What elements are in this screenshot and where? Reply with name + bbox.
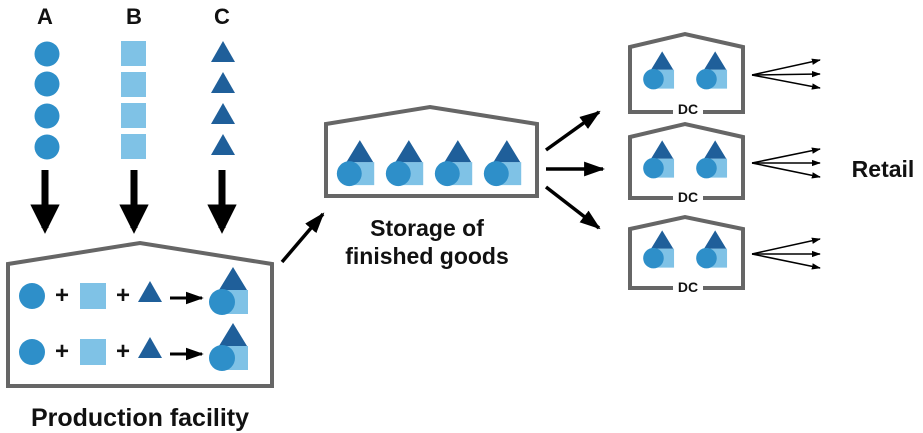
- retail-fanout-2: [751, 147, 821, 179]
- circle-component-icon: [19, 283, 45, 309]
- component-a-column: [34, 41, 60, 160]
- square-component-icon: [121, 134, 146, 159]
- retail-arrow-icon: [751, 147, 821, 164]
- retail-fanout-3: [751, 237, 821, 270]
- retail-arrow-icon: [751, 253, 821, 270]
- retail-arrow-icon: [751, 237, 821, 255]
- to-storage-arrow-icon: [280, 212, 325, 264]
- component-c-column: [211, 41, 235, 155]
- to-dc-arrow-icon: [544, 185, 601, 230]
- retail-label: Retail: [852, 156, 915, 182]
- storage-label-line1: Storage of: [370, 215, 484, 241]
- down-arrows: [30, 170, 237, 234]
- square-component-icon: [121, 72, 146, 97]
- dc-label-bg: [673, 188, 703, 206]
- distribution-center-3: DC: [628, 214, 745, 296]
- circle-component-icon: [19, 339, 45, 365]
- dc-label: DC: [678, 189, 698, 205]
- dc-label: DC: [678, 101, 698, 117]
- retail-arrow-icon: [751, 74, 821, 90]
- square-component-icon: [121, 103, 146, 128]
- production-facility: + + + +: [6, 240, 274, 388]
- production-facility-label: Production facility: [31, 404, 249, 432]
- square-component-icon: [80, 283, 106, 309]
- retail-arrow-icon: [751, 162, 821, 179]
- circle-component-icon: [34, 134, 60, 160]
- triangle-component-icon: [211, 72, 235, 93]
- plus-sign: +: [55, 282, 69, 309]
- distribution-center-1: DC: [628, 31, 745, 118]
- component-a-label: A: [37, 4, 53, 29]
- circle-component-icon: [34, 71, 60, 97]
- triangle-component-icon: [211, 134, 235, 155]
- plus-sign: +: [116, 338, 130, 365]
- retail-arrow-icon: [751, 70, 821, 78]
- dc-label-bg: [673, 100, 703, 118]
- retail-fanout-1: [751, 58, 821, 90]
- component-c-label: C: [214, 4, 230, 29]
- circle-component-icon: [34, 103, 60, 129]
- production-facility-building: [6, 240, 274, 388]
- circle-component-icon: [34, 41, 60, 67]
- triangle-component-icon: [138, 281, 162, 302]
- triangle-component-icon: [211, 103, 235, 124]
- storage-label-line2: finished goods: [345, 243, 509, 269]
- retail-arrow-icon: [751, 58, 821, 76]
- component-b-column: [121, 41, 146, 159]
- plus-sign: +: [116, 282, 130, 309]
- dc-label-bg: [673, 278, 703, 296]
- plus-sign: +: [55, 338, 69, 365]
- triangle-component-icon: [211, 41, 235, 62]
- component-b-label: B: [126, 4, 142, 29]
- distribution-center-2: DC: [628, 121, 745, 206]
- triangle-component-icon: [138, 337, 162, 358]
- square-component-icon: [80, 339, 106, 365]
- storage-warehouse: [324, 104, 539, 198]
- to-dc-arrow-icon: [544, 110, 601, 152]
- dc-label: DC: [678, 279, 698, 295]
- square-component-icon: [121, 41, 146, 66]
